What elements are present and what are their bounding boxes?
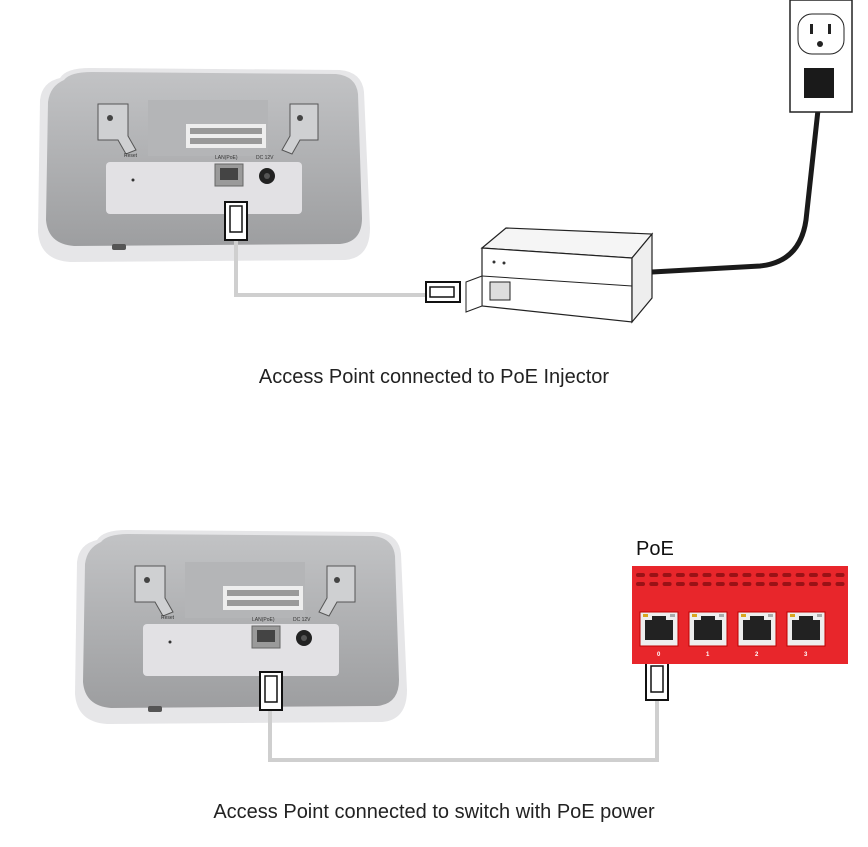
- vent-slot: [715, 582, 725, 586]
- caption-poe-injector: Access Point connected to PoE Injector: [258, 366, 610, 388]
- vent-slot: [795, 573, 805, 577]
- ethernet-cable-top: [224, 201, 461, 303]
- vent-slot: [649, 573, 659, 577]
- switch-port-1[interactable]: 1: [688, 611, 728, 658]
- poe-injector: [465, 227, 654, 324]
- poe-switch-label: PoE: [636, 538, 674, 560]
- vent-slot: [662, 573, 672, 577]
- vent-slot: [822, 582, 832, 586]
- port-number: 3: [804, 652, 808, 658]
- vent-slot: [702, 573, 712, 577]
- switch-port-0[interactable]: 0: [639, 611, 679, 658]
- vent-slot: [729, 573, 739, 577]
- vent-slot: [702, 582, 712, 586]
- vent-slot: [662, 582, 672, 586]
- switch-port-3[interactable]: 3: [786, 611, 826, 658]
- vent-slot: [755, 573, 765, 577]
- vent-slot: [769, 582, 778, 586]
- poe-switch: 0 1 2 3: [632, 566, 848, 664]
- vent-slot: [675, 573, 685, 577]
- vent-slot: [636, 573, 645, 577]
- reset-label: Reset: [161, 615, 175, 621]
- caption-poe-switch: Access Point connected to switch with Po…: [213, 801, 655, 823]
- ethernet-cable-bottom: [259, 661, 669, 762]
- vent-slot: [675, 582, 685, 586]
- rj45-plug-icon: [259, 671, 283, 711]
- reset-label: Reset: [124, 153, 138, 159]
- vent-slot: [649, 582, 659, 586]
- vent-slot: [795, 582, 805, 586]
- vent-slot: [782, 582, 792, 586]
- lan-label: LAN(PoE): [252, 617, 275, 623]
- port-number: 0: [657, 652, 661, 658]
- rj45-plug-icon: [645, 661, 669, 701]
- vent-slot: [822, 573, 832, 577]
- rj45-plug-icon: [425, 281, 461, 303]
- power-cord: [651, 109, 821, 275]
- vent-slot: [755, 582, 765, 586]
- vent-slot: [742, 582, 752, 586]
- vent-slot: [808, 573, 818, 577]
- vent-slot: [715, 573, 725, 577]
- vent-slot: [689, 582, 699, 586]
- vent-slot: [782, 573, 792, 577]
- vent-slot: [808, 582, 818, 586]
- lan-label: LAN(PoE): [215, 155, 238, 161]
- rj45-plug-icon: [224, 201, 248, 241]
- vent-slot: [835, 573, 845, 577]
- vent-slot: [769, 573, 778, 577]
- dc-label: DC 12V: [293, 617, 311, 623]
- access-point-bottom: Reset LAN(PoE) DC 12V: [75, 530, 407, 724]
- access-point-top: Reset LAN(PoE) DC 12V: [38, 68, 370, 262]
- vent-slot: [742, 573, 752, 577]
- port-number: 1: [706, 652, 710, 658]
- wall-outlet-icon: [789, 0, 853, 113]
- vent-slot: [729, 582, 739, 586]
- switch-port-2[interactable]: 2: [737, 611, 777, 658]
- dc-label: DC 12V: [256, 155, 274, 161]
- vent-slot: [636, 582, 645, 586]
- port-number: 2: [755, 652, 759, 658]
- vent-slot: [835, 582, 845, 586]
- vent-slot: [689, 573, 699, 577]
